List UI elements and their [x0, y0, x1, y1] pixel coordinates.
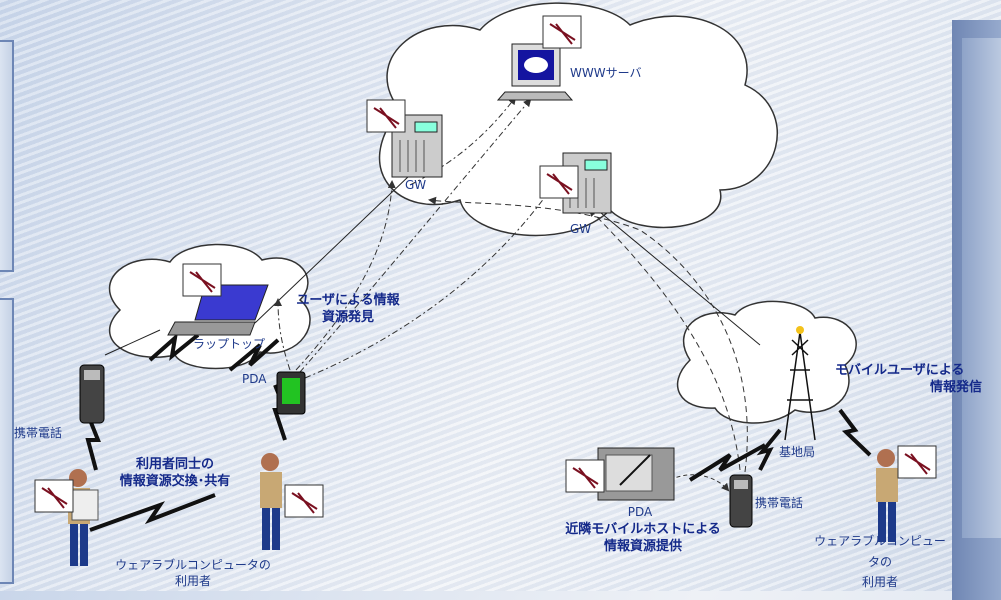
wireless-phone-user: [85, 419, 101, 471]
peer-exchange-caption-2: 情報資源交換･共有: [119, 474, 231, 489]
wireless-pda-laptop: [228, 338, 280, 372]
wearable-left-label-1: ウェアラブルコンピュータの: [115, 558, 271, 572]
wearable-right-label-1: ウェアラブルコンピュー: [814, 534, 946, 548]
www-server-icon: [496, 43, 574, 101]
base-station-label: 基地局: [779, 445, 816, 459]
person-middle-icon: [260, 453, 282, 550]
wireless-phone-base: [756, 428, 782, 471]
phone-left-label: 携帯電話: [14, 426, 63, 440]
pda-right-label: PDA: [627, 505, 653, 519]
neighbor-provide-caption-2: 情報資源提供: [603, 539, 683, 554]
person-right-icon: [876, 449, 898, 542]
person-left-icon: [68, 469, 99, 566]
base-station-icon: [784, 326, 816, 441]
peer-exchange-caption-1: 利用者同士の: [135, 457, 215, 472]
arrow-pda-gw2: [304, 188, 552, 379]
base-station-cloud: [677, 300, 857, 424]
phone-right-label: 携帯電話: [755, 496, 804, 510]
phone-right-icon: [729, 474, 753, 528]
pda-left-icon: [276, 371, 306, 415]
wearable-right-label-2: タの: [867, 555, 893, 569]
wearable-left-label-2: 利用者: [174, 574, 212, 588]
arrow-pda-www: [299, 98, 532, 373]
left-panel-top: [0, 40, 14, 272]
phone-laptop-link: [104, 329, 161, 356]
neighbor-provide-caption-1: 近隣モバイルホストによる: [565, 522, 721, 537]
left-panel-bottom: [0, 298, 14, 584]
user-discovery-caption-2: 資源発見: [321, 310, 375, 325]
wireless-laptop-phone: [148, 332, 200, 362]
internet-cloud: [378, 2, 778, 237]
gw-basestation-link: [594, 207, 761, 346]
mobile-publish-caption-1: モバイルユーザによる: [835, 363, 965, 378]
user-discovery-caption-1: ユーザによる情報: [296, 293, 400, 308]
gw-left-label: GW: [405, 178, 427, 192]
www-server-label: WWWサーバ: [570, 66, 642, 80]
mobile-publish-caption-2: 情報発信: [930, 380, 983, 395]
arrow-pda-discovery: [274, 298, 291, 371]
arrow-phone-gw-left: [428, 196, 748, 473]
gw-right-icon: [562, 152, 612, 214]
pda-left-label: PDA: [242, 372, 267, 386]
pda-right-icon: [597, 447, 675, 501]
gw-right-label: GW: [570, 222, 592, 236]
arrow-pda-phone: [669, 474, 730, 492]
wearable-right-label-3: 利用者: [861, 575, 899, 589]
laptop-label: ラップトップ: [193, 337, 266, 351]
wireless-base-user: [838, 408, 872, 457]
arrow-pda-gw: [295, 180, 396, 371]
wireless-pda-base: [688, 443, 766, 482]
phone-left-icon: [79, 364, 105, 424]
wireless-user-user: [89, 493, 216, 532]
right-panel-inner: [962, 38, 1001, 538]
document-badge-mark-icon: [41, 23, 931, 514]
arrow-phone-gw: [588, 208, 741, 471]
